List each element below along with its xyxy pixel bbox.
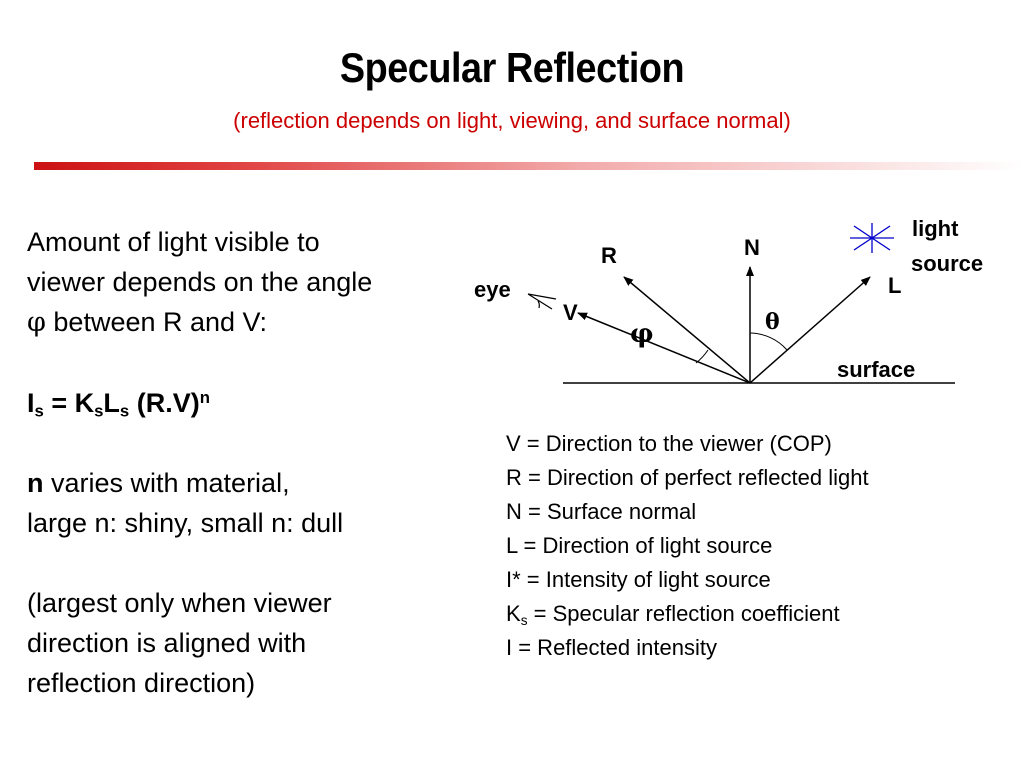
formula-subscript: s: [94, 401, 104, 421]
label-surface: surface: [837, 357, 915, 382]
eye-icon: [527, 293, 557, 310]
reflection-diagram: R N L V eye light source surface φ θ: [474, 216, 983, 384]
title-divider: [34, 162, 1024, 170]
n-bold: n: [27, 468, 44, 498]
legend-v: V = Direction to the viewer (COP): [506, 431, 832, 456]
slide-title: Specular Reflection: [339, 44, 685, 91]
body-line-rest: between R and V:: [45, 307, 268, 337]
body-line: large n: shiny, small n: dull: [27, 508, 344, 538]
light-vector-arrow: [749, 276, 871, 384]
legend-l: L = Direction of light source: [506, 533, 773, 558]
phi-symbol-diagram: φ: [630, 319, 654, 349]
formula-subscript: s: [34, 401, 44, 421]
phi-angle-arc: [695, 349, 709, 364]
legend-ks: Ks = Specular reflection coefficient: [506, 597, 869, 631]
body-line-rest: varies with material,: [43, 468, 290, 498]
legend-ks-rest: = Specular reflection coefficient: [527, 601, 840, 626]
body-line: Amount of light visible to: [27, 227, 320, 257]
specular-formula: Is = KsLs (R.V)n: [27, 383, 477, 423]
formula-equals-k: = K: [43, 388, 95, 418]
theta-angle-arc: [749, 332, 788, 351]
legend-n: N = Surface normal: [506, 499, 697, 524]
legend-ks-subscript: s: [520, 612, 528, 628]
label-n: N: [744, 235, 760, 260]
label-light: light: [912, 216, 959, 241]
body-line: viewer depends on the angle: [27, 267, 373, 297]
legend-ks-k: K: [506, 601, 521, 626]
body-line: (largest only when viewer: [27, 588, 332, 618]
formula-exponent: n: [199, 387, 210, 407]
formula-dot-product: (R.V): [129, 388, 200, 418]
label-eye: eye: [474, 277, 511, 302]
formula-subscript: s: [119, 401, 130, 421]
body-line: reflection direction): [27, 668, 256, 698]
left-text-block: Amount of light visible to viewer depend…: [27, 222, 477, 703]
body-line: φ between R and V:: [27, 302, 477, 343]
formula-light: L: [103, 388, 120, 418]
label-v: V: [563, 300, 578, 325]
legend: V = Direction to the viewer (COP) R = Di…: [506, 427, 869, 665]
viewer-vector-arrow: [577, 312, 751, 384]
legend-r: R = Direction of perfect reflected light: [506, 465, 869, 490]
label-l: L: [888, 273, 901, 298]
legend-i: I = Reflected intensity: [506, 635, 717, 660]
label-r: R: [601, 243, 617, 268]
light-source-icon: [850, 223, 894, 253]
body-line: direction is aligned with: [27, 628, 307, 658]
reflected-vector-arrow: [623, 276, 751, 384]
legend-i-star: I* = Intensity of light source: [506, 567, 771, 592]
body-line: n varies with material,: [27, 463, 477, 503]
theta-symbol-diagram: θ: [765, 309, 780, 335]
formula-intensity: I: [27, 388, 35, 418]
phi-symbol: φ: [27, 307, 46, 338]
slide-subtitle: (reflection depends on light, viewing, a…: [233, 108, 791, 133]
label-source: source: [911, 251, 983, 276]
